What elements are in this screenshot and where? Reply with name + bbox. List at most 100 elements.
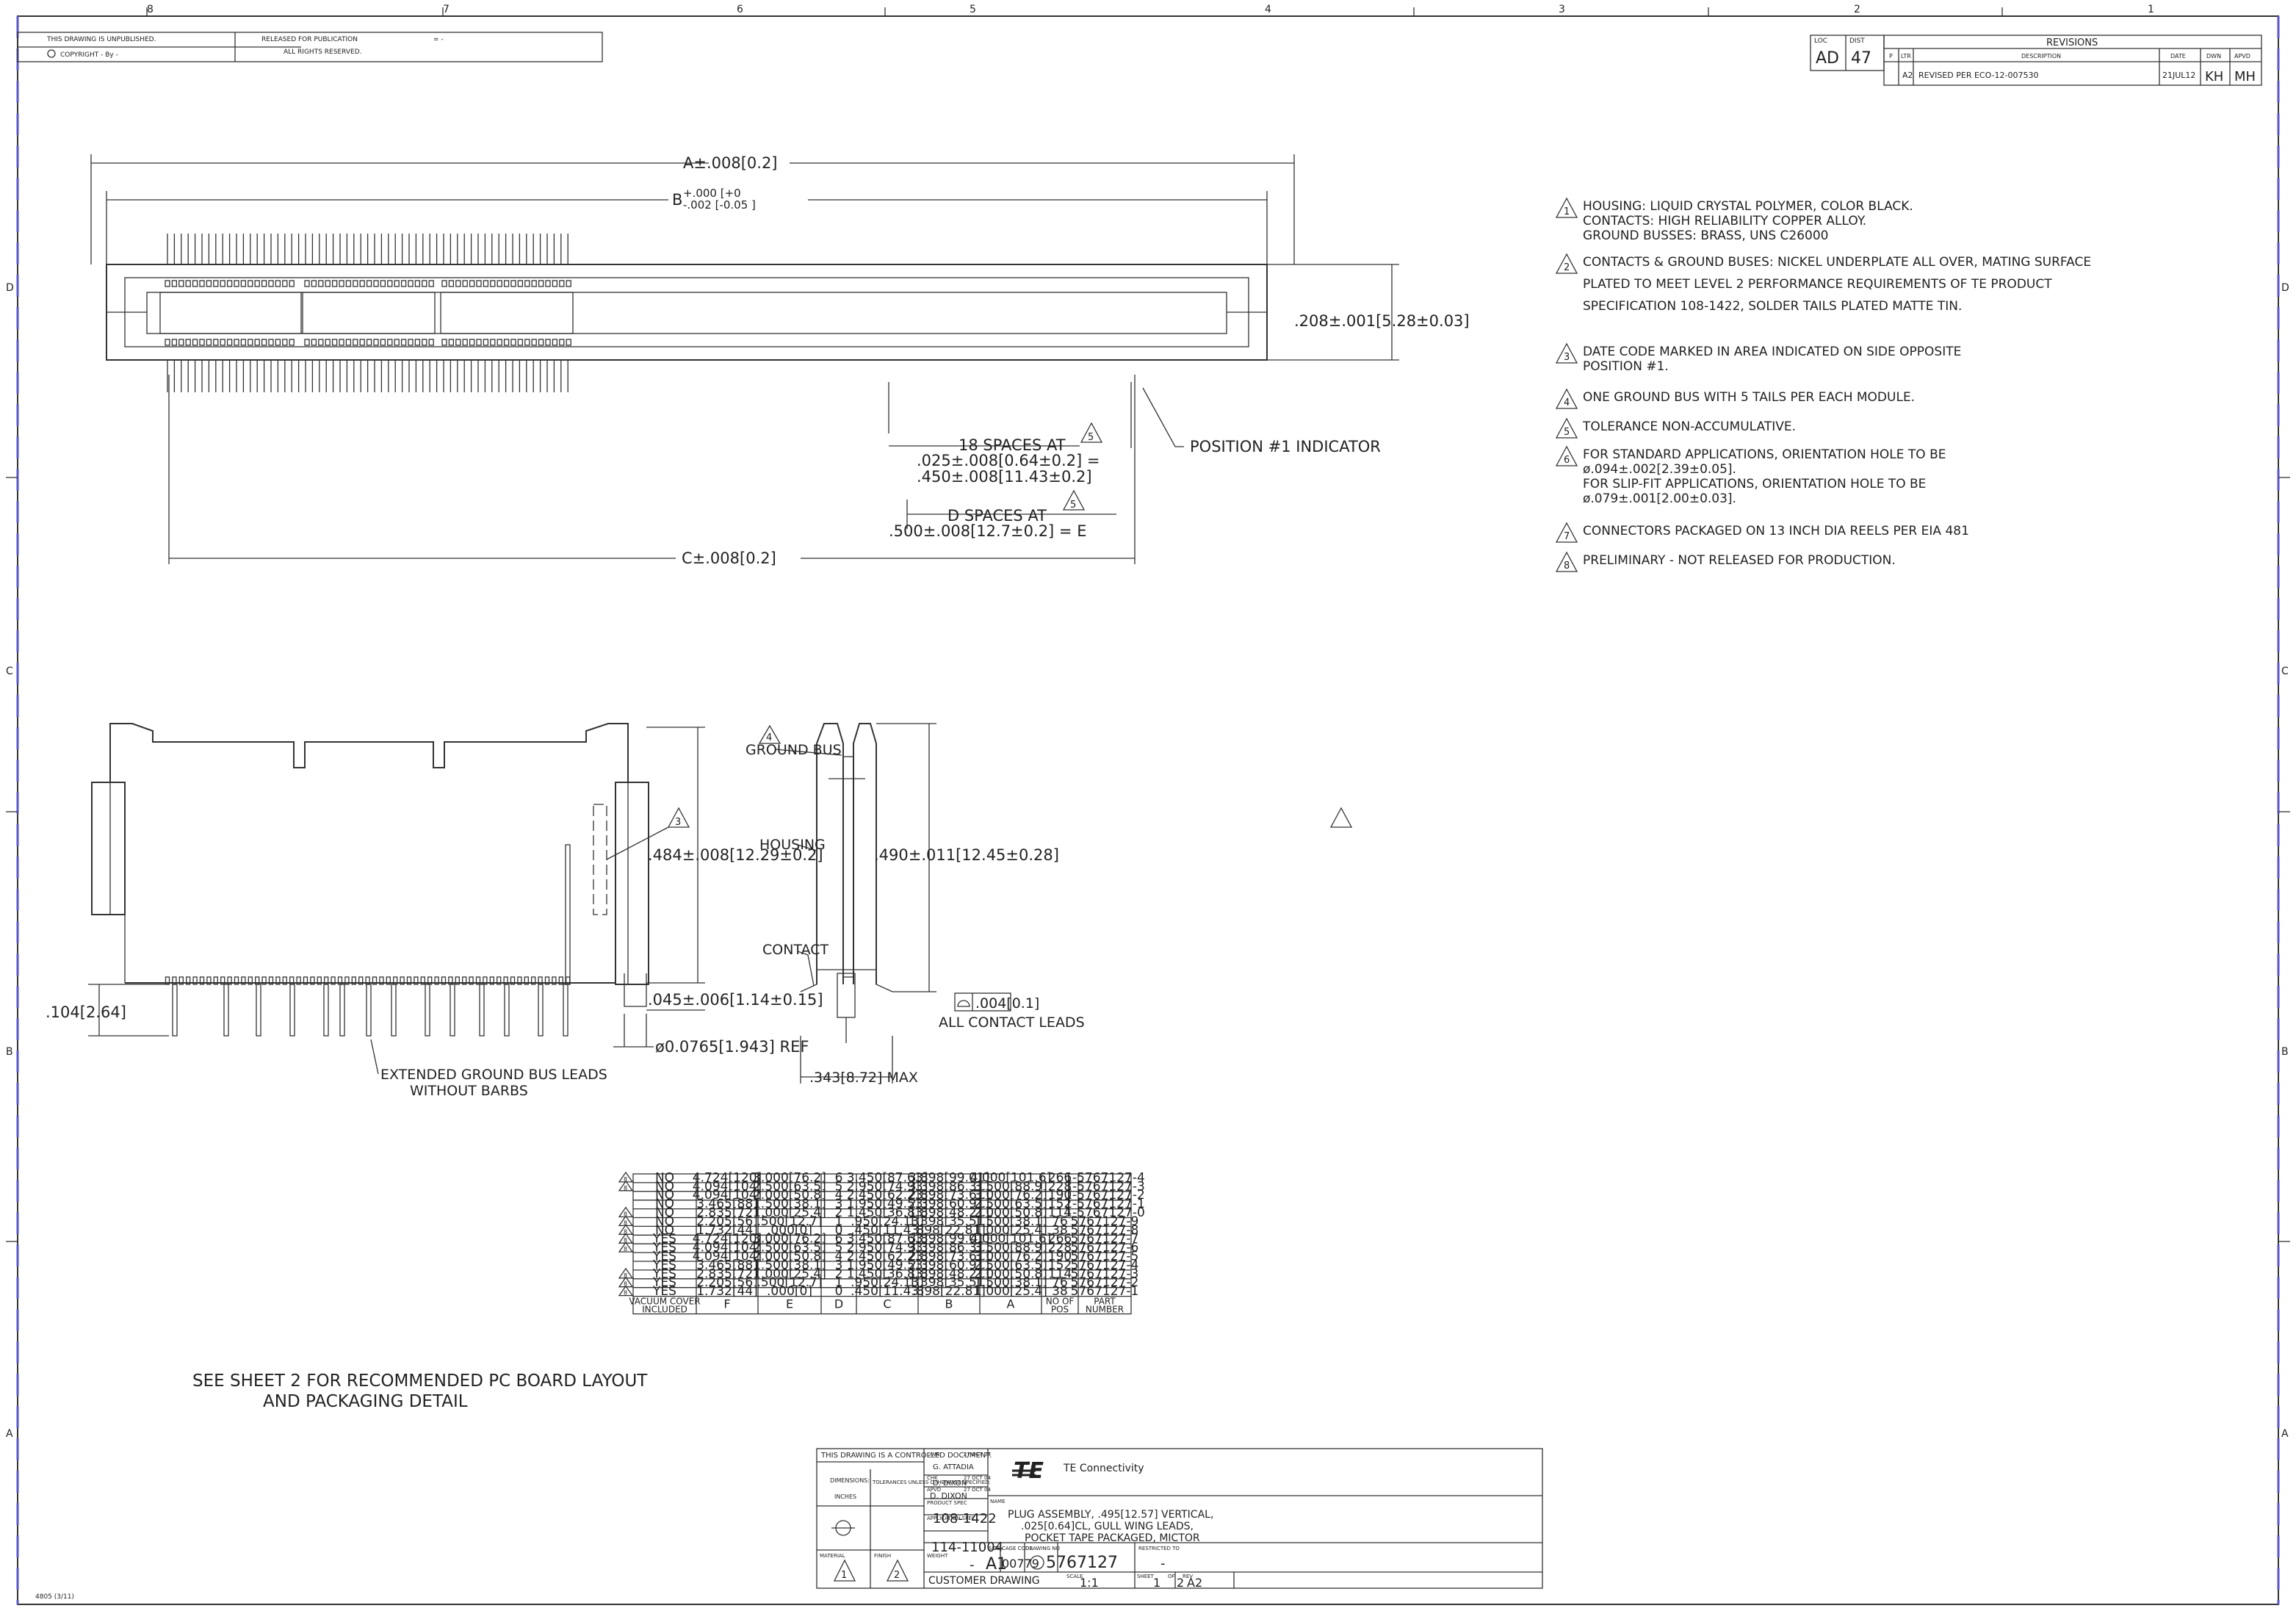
contact-label: CONTACT [762,942,828,958]
note-number: 5 [1564,427,1570,438]
note-line: CONNECTORS PACKAGED ON 13 INCH DIA REELS… [1583,524,1969,538]
table-cell: 3.450[87.63] [847,1170,928,1185]
side-pin [386,976,391,985]
table-cell: 3.398[86.31] [909,1241,990,1255]
table-header: NUMBER [1086,1305,1124,1315]
dwn-label: DWN [927,1452,940,1457]
side-pin [268,976,274,985]
ground-bus-lead [339,984,345,1037]
dim-18-spaces: 18 SPACES AT [959,436,1066,454]
ground-bus-lead [425,984,430,1037]
zone-top-5: 5 [970,4,976,15]
contact-pad [462,339,468,346]
contact-pad [476,339,482,346]
contact-pad [517,339,524,346]
table-cell: 2.835[72] [696,1205,758,1220]
table-cell: 1.398[35.51] [909,1214,990,1229]
title-block: THIS DRAWING IS A CONTROLLED DOCUMENT. D… [816,1448,1543,1590]
table-cell: NO [655,1214,674,1229]
table-cell: YES [652,1232,676,1247]
table-header: E [786,1297,793,1311]
table-cell: YES [652,1275,676,1290]
ground-bus-lead [323,984,329,1037]
contact-pad [165,339,170,346]
contact-pad [178,280,184,287]
side-pin [531,976,536,985]
scale-label: SCALE [1066,1574,1083,1579]
name-line-1: PLUG ASSEMBLY, .495[12.57] VERTICAL, [1008,1509,1213,1521]
apvd-date: 27 OCT 04 [964,1487,991,1493]
app-spec-label: APPLICATION SPEC [927,1515,975,1521]
inches-label: INCHES [834,1493,856,1500]
note-4-flag [758,724,781,744]
zone-top-6: 6 [737,4,743,15]
contact-pad [483,339,489,346]
contact-pad [394,280,400,287]
table-header: VACUUM COVER [629,1297,700,1307]
table-cell: 1.732[44] [696,1223,758,1238]
drawing-number: 5767127 [1046,1554,1118,1572]
side-view: .484±.008[12.29±0.2] 3 .045±.006[1.14±0.… [46,723,1353,1099]
position-1-indicator: POSITION #1 INDICATOR [1190,438,1381,455]
table-cell: 2.500[63.5] [753,1179,826,1194]
table-cell: 4 [835,1188,843,1203]
contact-pad [373,280,379,287]
contact-pad [428,339,434,346]
zone-top-2: 2 [1854,4,1860,15]
dim-b-tol-lower: -.002 [-0.05 ] [683,198,756,212]
contact-pad [566,339,571,346]
note-flag-icon [1555,445,1578,466]
note-line: POSITION #1. [1583,359,1669,374]
side-pin [400,976,405,985]
table-cell: 2.835[72] [696,1266,758,1281]
side-pin [434,976,439,985]
side-pin [455,976,460,985]
note-flag-icon [1555,388,1578,409]
note-line: FOR STANDARD APPLICATIONS, ORIENTATION H… [1583,447,1946,462]
table-cell: .000[0] [767,1223,812,1238]
table-header: C [883,1297,891,1311]
table-cell: 5767127-5 [1071,1250,1139,1264]
side-pin [317,976,322,985]
ground-bus-lead [223,984,229,1037]
table-cell: 4.094[104] [693,1188,762,1203]
contact-pad [455,339,461,346]
side-pin [483,976,488,985]
contact-pad [240,280,247,287]
table-cell: 2 [835,1266,843,1281]
dim-d-spaces: D SPACES AT [947,507,1047,525]
zone-side-b-right: B [2281,1046,2289,1058]
side-pin [372,976,378,985]
tolerances-label: TOLERANCES UNLESS OTHERWISE SPECIFIED: [872,1479,991,1485]
table-cell: NO [655,1188,674,1203]
table-cell: 2.898[73.61] [909,1250,990,1264]
dim-a: A±.008[0.2] [683,154,778,172]
table-cell: 2.450[62.23] [847,1250,928,1264]
unpublished-text: THIS DRAWING IS UNPUBLISHED. [46,36,156,43]
revisions-title: REVISIONS [2046,37,2098,48]
contact-pad [213,339,219,346]
contact-pad [517,280,524,287]
contact-pad [282,280,288,287]
table-cell: 4 [835,1250,843,1264]
table-cell: 3.465[88] [696,1197,758,1211]
side-pin [303,976,308,985]
table-cell: 76 [1052,1214,1068,1229]
table-cell: 3.465[88] [696,1258,758,1272]
table-cell: 5767127-9 [1071,1214,1139,1229]
dim-c: C±.008[0.2] [682,549,776,567]
restricted-label: RESTRICTED TO [1138,1546,1180,1551]
contact-pad [545,339,551,346]
top-view: A±.008[0.2] B +.000 [+0 -.002 [-0.05 ] .… [90,151,1470,569]
contact-pad [234,280,239,287]
dim-height-208: .208±.001[5.28±0.03] [1294,312,1470,330]
sheet-of: 2 [1177,1576,1184,1590]
contact-pad [448,339,455,346]
dim-lead-045: .045±.006[1.14±0.15] [648,991,823,1009]
side-pin [248,976,253,985]
table-cell: .000[0] [767,1284,812,1299]
note-line: ø.079±.001[2.00±0.03]. [1583,491,1736,506]
zone-top-4: 4 [1265,4,1271,15]
